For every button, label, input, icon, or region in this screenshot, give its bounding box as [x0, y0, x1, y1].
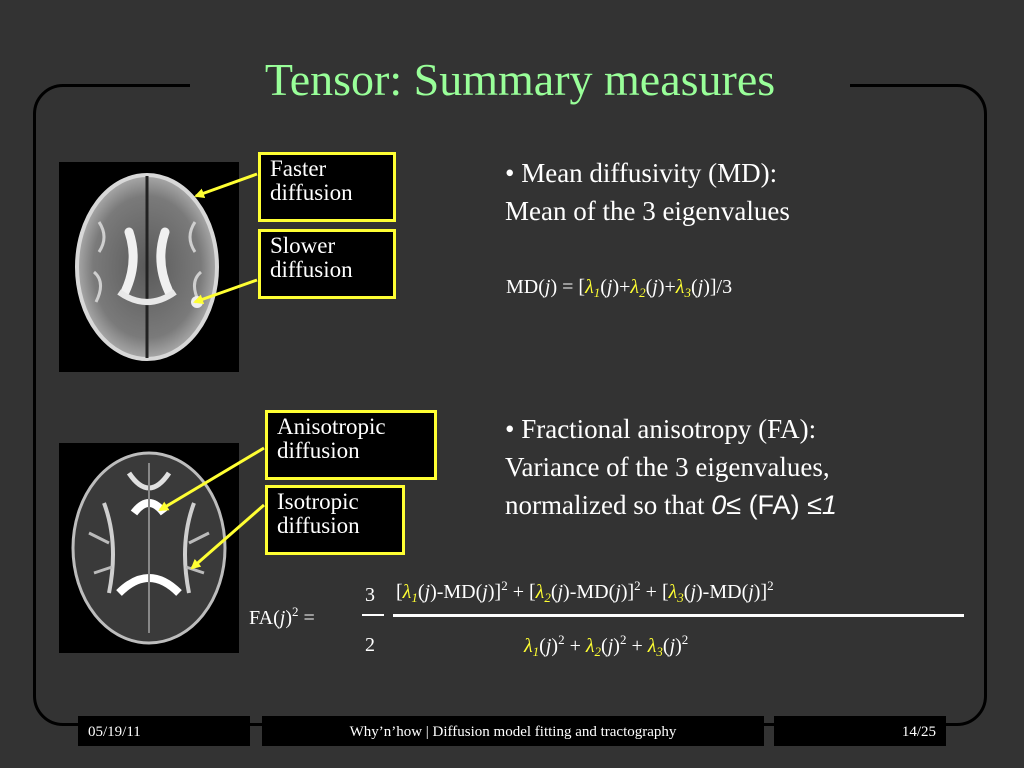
- fa-coef-rule: [362, 614, 384, 616]
- faster-diffusion-label: Faster diffusion: [258, 152, 396, 222]
- isotropic-arrow: [190, 503, 265, 570]
- md-heading: • Mean diffusivity (MD):: [505, 158, 778, 188]
- fa-heading: • Fractional anisotropy (FA):: [505, 414, 817, 444]
- fa-denominator: λ1(j)2 + λ2(j)2 + λ3(j)2: [524, 632, 689, 659]
- fa-fraction-rule: [393, 614, 964, 617]
- slower-diffusion-label: Slower diffusion: [258, 229, 396, 299]
- md-description: Mean of the 3 eigenvalues: [505, 196, 790, 226]
- md-formula: MD(j) = [λ1(j)+λ2(j)+λ3(j)]/3: [506, 276, 733, 300]
- footer-date: 05/19/11: [78, 716, 250, 746]
- isotropic-diffusion-label: Isotropic diffusion: [265, 485, 405, 555]
- md-bullet: • Mean diffusivity (MD): Mean of the 3 e…: [505, 154, 790, 230]
- faster-arrow: [194, 172, 258, 198]
- anisotropic-arrow: [158, 446, 265, 512]
- slide-title: Tensor: Summary measures: [190, 52, 850, 112]
- footer-page-number: 14/25: [774, 716, 946, 746]
- footer-title: Why’n’how | Diffusion model fitting and …: [262, 716, 764, 746]
- fa-brain-image: [59, 443, 239, 653]
- fa-coef-denominator: 2: [365, 634, 375, 656]
- md-brain-image: [59, 162, 239, 372]
- fa-description: Variance of the 3 eigenvalues,: [505, 452, 830, 482]
- fa-numerator: [λ1(j)-MD(j)]2 + [λ2(j)-MD(j)]2 + [λ3(j)…: [396, 578, 774, 605]
- anisotropic-diffusion-label: Anisotropic diffusion: [265, 410, 437, 480]
- fa-normalization: normalized so that 0≤ (FA) ≤1: [505, 490, 837, 520]
- fa-formula-lhs: FA(j)2 =: [249, 604, 315, 629]
- slower-arrow: [193, 278, 258, 305]
- fa-bullet: • Fractional anisotropy (FA): Variance o…: [505, 410, 837, 524]
- fa-coef-numerator: 3: [365, 584, 375, 606]
